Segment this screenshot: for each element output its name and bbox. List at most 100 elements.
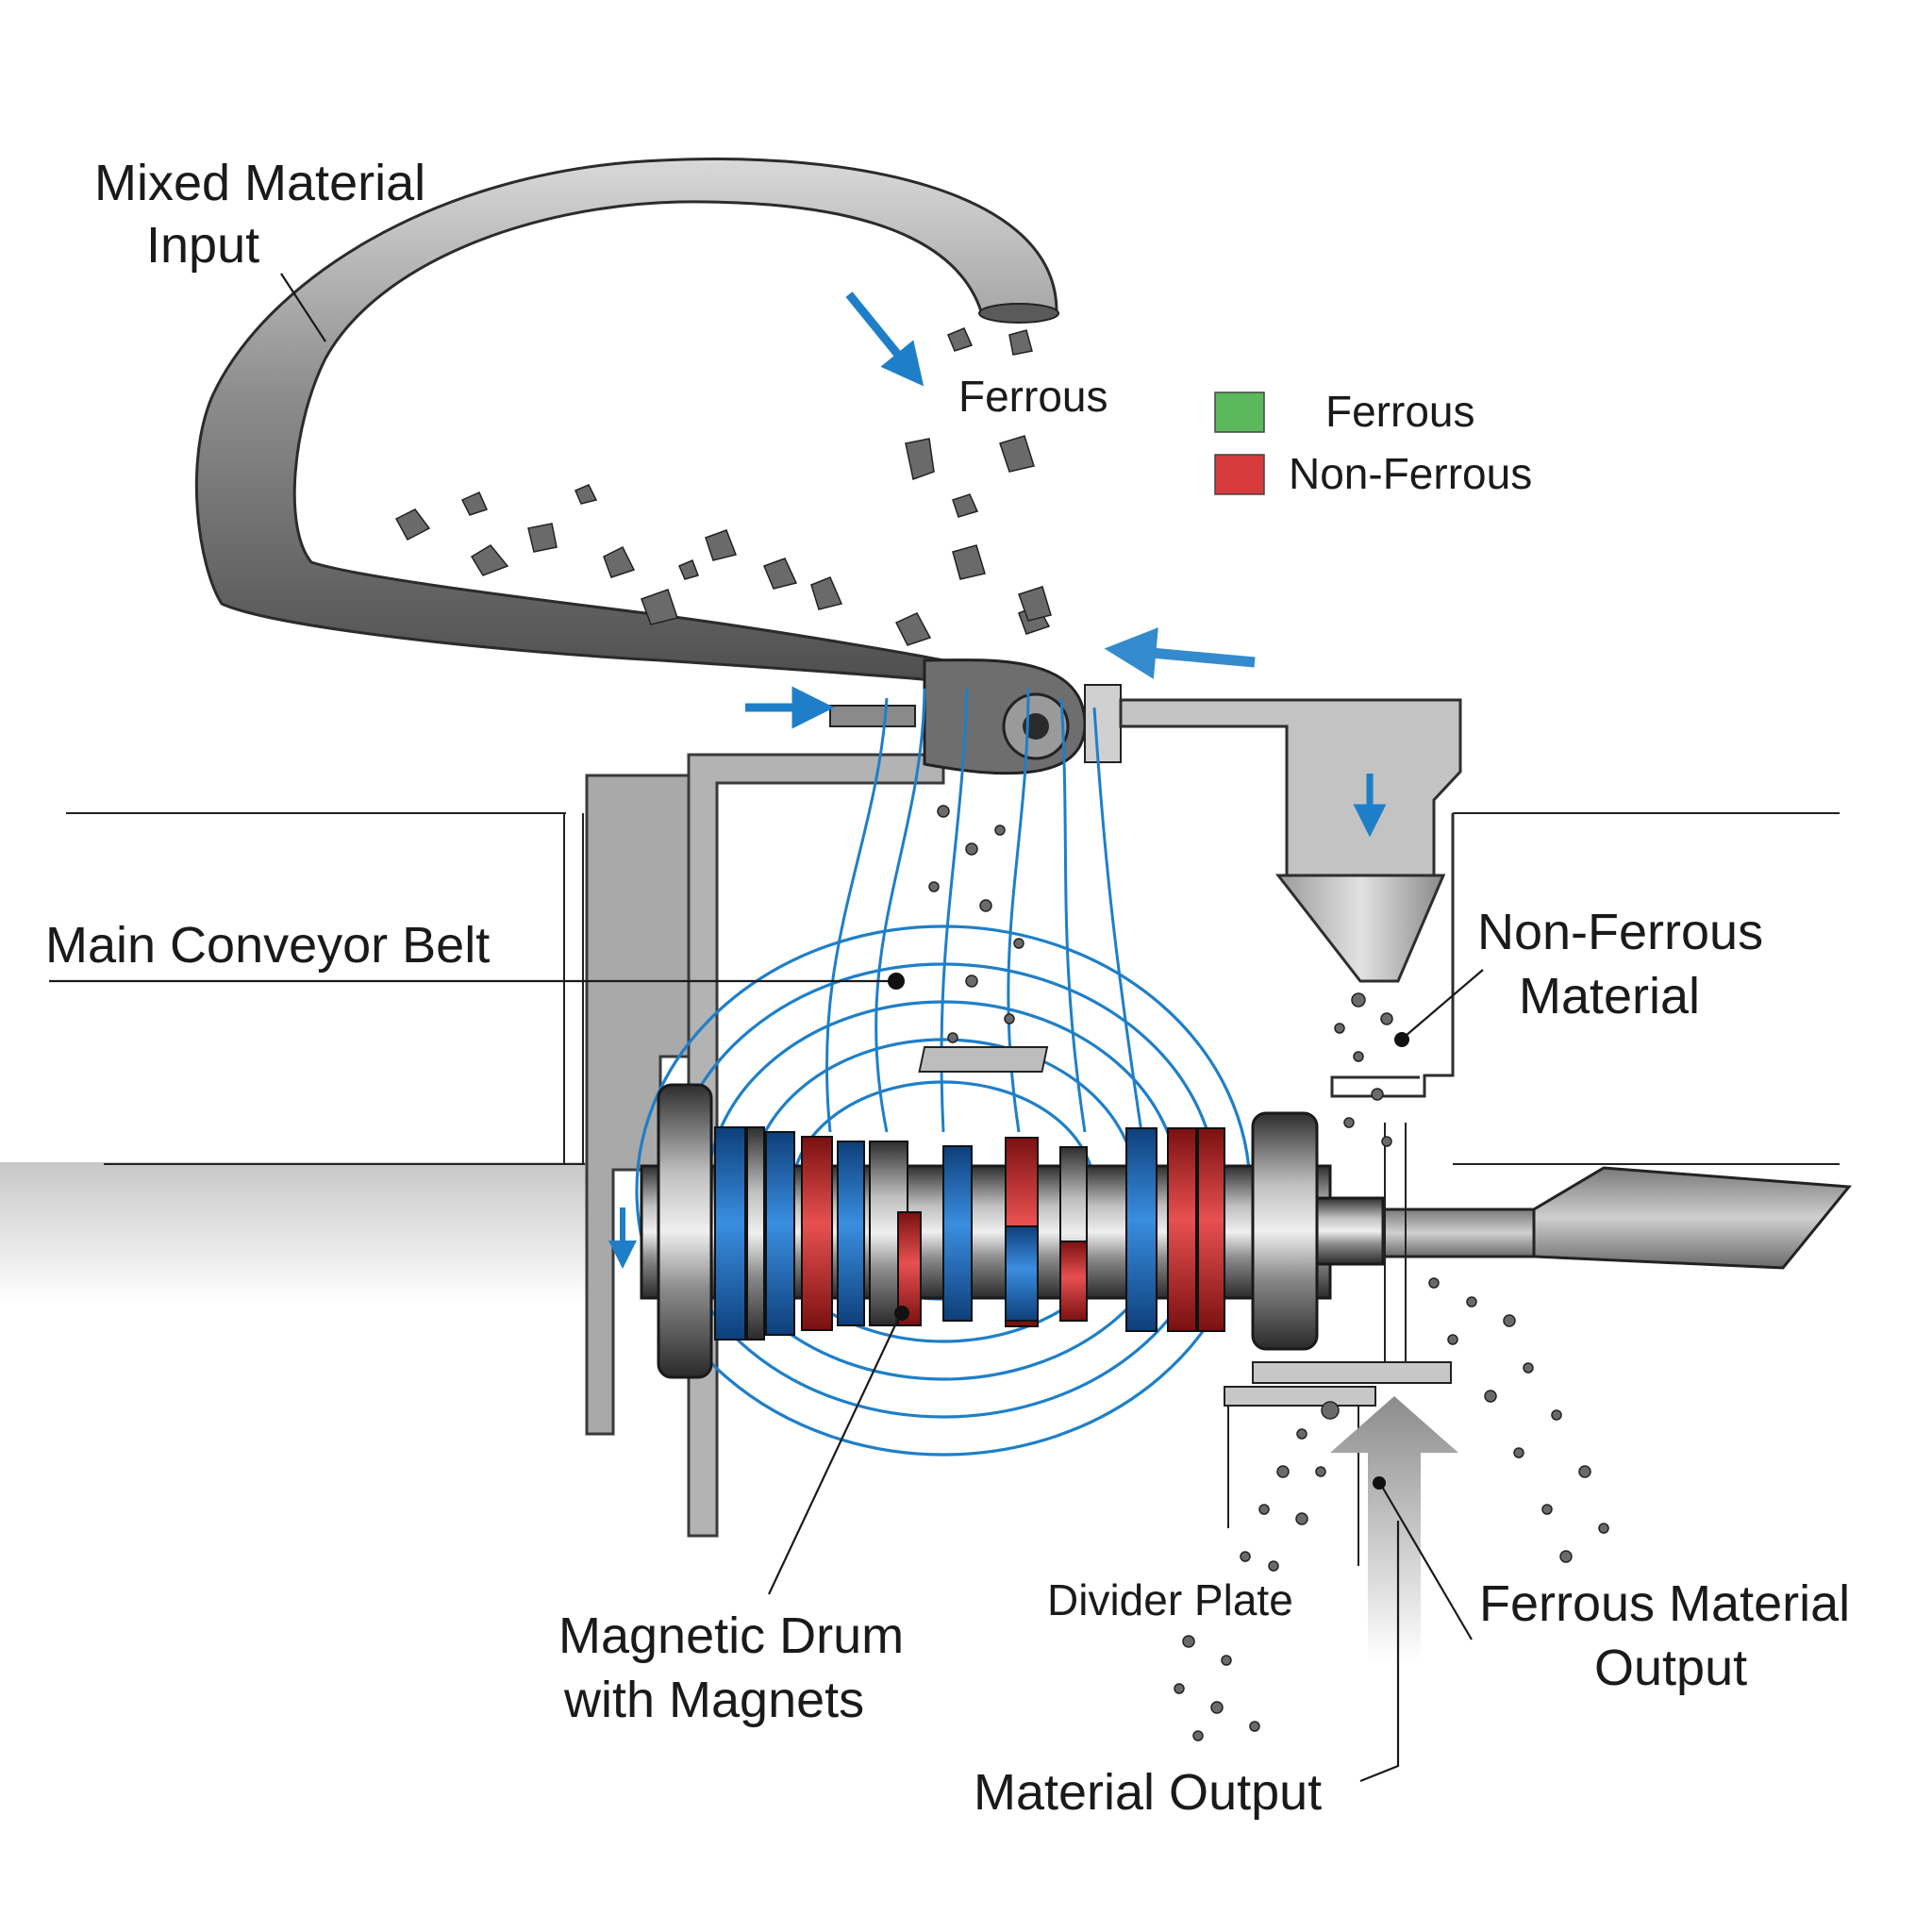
main-belt-frame: [0, 812, 1840, 1304]
particle: [1240, 1551, 1251, 1562]
magnet-band-blue: [837, 1141, 865, 1326]
drum-housing: [585, 753, 945, 1538]
particle: [1018, 586, 1052, 622]
label-ferrous-top: Ferrous: [958, 372, 1108, 421]
input-flow-arrow: [845, 291, 924, 387]
leader-drum-dot: [894, 1306, 909, 1321]
label-drum-2: with Magnets: [563, 1672, 864, 1728]
particle: [1484, 1390, 1497, 1403]
particle: [1249, 1721, 1260, 1732]
particle: [1182, 1635, 1195, 1648]
particle: [1221, 1655, 1232, 1666]
particle: [979, 899, 992, 912]
magnet-band-red: [801, 1136, 833, 1331]
labels: Mixed Material Input Ferrous Main Convey…: [45, 155, 1850, 1821]
magnet-band-blue: [765, 1131, 795, 1336]
particle: [1295, 1512, 1308, 1525]
particle: [894, 612, 932, 646]
magnet-band-red: [1167, 1127, 1197, 1332]
magnet-band-red: [1059, 1241, 1088, 1322]
particle: [1334, 1023, 1345, 1034]
magnet-band-red: [1197, 1127, 1225, 1332]
particle: [999, 435, 1035, 473]
particle: [1008, 329, 1033, 356]
discharge-pipe: [1381, 1208, 1536, 1258]
particle: [937, 805, 950, 818]
leader-main-belt-dot: [888, 973, 905, 990]
divider-plate: [1252, 1361, 1452, 1384]
floor-shadow: [0, 1162, 604, 1304]
leader-material-output: [1359, 1521, 1400, 1783]
return-flow-arrow: [1104, 627, 1256, 679]
label-non-ferrous-2: Material: [1519, 968, 1700, 1024]
particle: [1578, 1465, 1591, 1478]
particle: [678, 559, 699, 580]
label-main-belt: Main Conveyor Belt: [45, 917, 490, 974]
belt-clamp: [829, 705, 916, 727]
chute-body: [194, 158, 1058, 683]
legend-swatch-ferrous: [1214, 391, 1265, 433]
label-drum-1: Magnetic Drum: [558, 1607, 904, 1664]
particle: [1523, 1362, 1534, 1374]
particle: [1380, 1012, 1393, 1025]
particle: [763, 558, 798, 590]
particle: [1466, 1296, 1477, 1307]
leader-non-ferrous: [1405, 969, 1484, 1037]
particle: [1004, 1013, 1015, 1024]
output-up-arrow: [1330, 1396, 1458, 1660]
falling-path-2: [824, 697, 889, 1133]
magnet-band-blue: [714, 1126, 746, 1341]
particle: [905, 438, 935, 481]
particle: [603, 545, 636, 578]
discharge-nozzle: [1532, 1166, 1852, 1270]
particle: [965, 974, 978, 988]
particle: [994, 824, 1006, 836]
label-material-output: Material Output: [974, 1764, 1322, 1821]
magnet-band-blue: [942, 1145, 973, 1322]
particle: [1353, 1051, 1364, 1062]
lower-tray: [1224, 1386, 1376, 1407]
falling-path-5: [1059, 697, 1087, 1133]
drum-hub-right: [1315, 1196, 1385, 1266]
particle: [1551, 1409, 1562, 1421]
leader-ferrous-output-dot: [1373, 1476, 1386, 1490]
legend-label-ferrous: Ferrous: [1325, 387, 1474, 436]
particle: [810, 576, 843, 610]
deflector-plate: [918, 1046, 1049, 1073]
particle: [1296, 1428, 1307, 1440]
leader-ferrous-output: [1380, 1484, 1473, 1641]
hopper-duct: [1119, 698, 1462, 877]
particle: [705, 529, 738, 561]
particle: [394, 508, 431, 541]
label-ferrous-output-1: Ferrous Material: [1479, 1575, 1850, 1632]
particle: [947, 1032, 958, 1043]
output-section: [918, 1046, 1852, 1660]
particle: [1210, 1701, 1224, 1714]
particle: [965, 842, 978, 856]
magnet-band-blue: [1125, 1127, 1158, 1332]
input-chute: [194, 158, 1122, 775]
particle: [1013, 938, 1024, 949]
particle: [1513, 1447, 1524, 1458]
label-divider: Divider Plate: [1047, 1575, 1293, 1624]
falling-path-6: [1092, 707, 1143, 1133]
particle: [1371, 1088, 1384, 1101]
particle: [1559, 1550, 1573, 1563]
magnet-band-blue: [1005, 1225, 1039, 1322]
material-particles: [394, 327, 1609, 1741]
head-pulley-axle: [1023, 713, 1049, 740]
particle: [1343, 1117, 1355, 1128]
chute-outlet: [978, 303, 1059, 324]
non-ferrous-hopper: [1119, 698, 1462, 1098]
label-non-ferrous-1: Non-Ferrous: [1477, 904, 1763, 960]
particle: [1541, 1504, 1553, 1515]
particle: [470, 544, 509, 576]
leader-drum: [768, 1314, 901, 1595]
particle: [1503, 1314, 1516, 1327]
magnet-spacer: [746, 1126, 765, 1341]
label-ferrous-output-2: Output: [1594, 1640, 1747, 1696]
particle: [1174, 1683, 1185, 1694]
particle: [1315, 1466, 1326, 1477]
particle: [1447, 1334, 1458, 1345]
